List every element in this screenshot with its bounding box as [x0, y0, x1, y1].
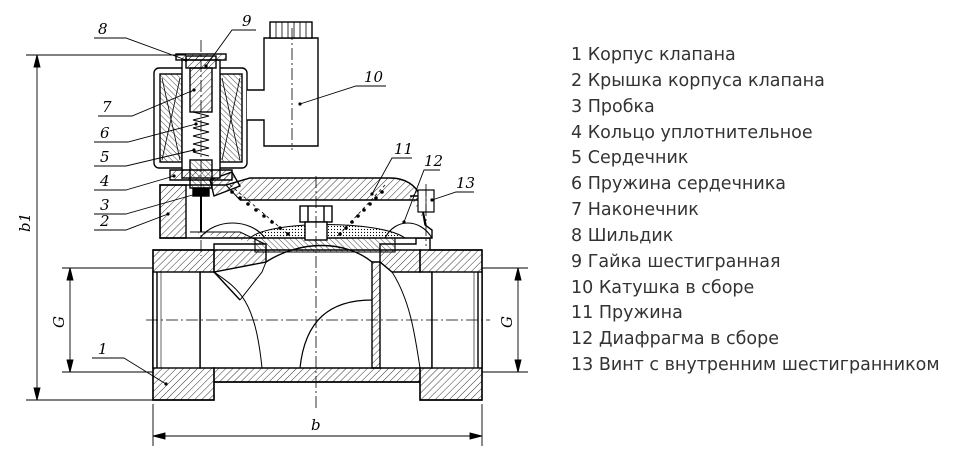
callout-6: 6: [100, 124, 110, 142]
callout-13: 13: [456, 174, 475, 192]
dimension-b-label: b: [311, 416, 321, 434]
legend-item: 9 Гайка шестигранная: [571, 251, 781, 272]
legend-item: 12 Диафрагма в сборе: [571, 329, 779, 350]
leader-lines: [92, 29, 474, 385]
valve-section-drawing: b1 b G G 8 9: [16, 12, 528, 446]
legend-item: 5 Сердечник: [571, 148, 689, 169]
dimension-g-left-label: G: [50, 316, 68, 328]
callout-11: 11: [394, 140, 413, 158]
legend-item: 2 Крышка корпуса клапана: [571, 70, 825, 91]
centerlines: [146, 28, 490, 408]
legend-item: 1 Корпус клапана: [571, 45, 736, 65]
legend-item: 6 Пружина сердечника: [571, 174, 787, 195]
callout-3: 3: [100, 196, 110, 214]
callout-10: 10: [364, 68, 384, 86]
parts-legend: 1 Корпус клапана 2 Крышка корпуса клапан…: [571, 43, 940, 379]
dimension-lines: [26, 54, 528, 446]
legend-item: 3 Пробка: [571, 96, 655, 117]
callout-12: 12: [424, 152, 443, 170]
callout-1: 1: [98, 340, 108, 358]
diaphragm-spring: [229, 184, 386, 237]
callout-8: 8: [98, 20, 108, 38]
leader-dots: [164, 58, 434, 386]
legend-item: 4 Кольцо уплотнительное: [571, 122, 813, 143]
solenoid-coil: [153, 21, 319, 232]
callout-7: 7: [102, 98, 112, 116]
legend-item: 11 Пружина: [571, 303, 683, 324]
legend-item: 8 Шильдик: [571, 225, 674, 246]
callout-2: 2: [99, 212, 110, 230]
valve-body: [152, 237, 483, 401]
legend-item: 13 Винт с внутренним шестигранником: [571, 355, 940, 376]
legend-item: 10 Катушка в сборе: [571, 277, 755, 298]
callout-5: 5: [100, 148, 110, 166]
legend-item: 7 Наконечник: [571, 200, 699, 221]
callout-4: 4: [99, 172, 110, 190]
dimension-g-right-label: G: [498, 316, 516, 328]
dimension-b1-label: b1: [16, 213, 34, 232]
callout-9: 9: [242, 12, 252, 30]
